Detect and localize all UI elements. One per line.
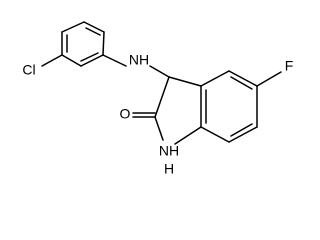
bond <box>102 54 127 67</box>
bond <box>80 52 99 62</box>
fluorobenzene-ring <box>200 70 258 143</box>
bond <box>154 116 164 141</box>
bond <box>200 126 230 143</box>
chlorine-label: Cl <box>22 62 35 78</box>
carbonyl-oxygen-label: O <box>120 106 131 122</box>
bond <box>228 126 258 143</box>
indole-nh-label: NH <box>159 143 179 159</box>
bond <box>228 70 258 87</box>
bond <box>83 21 105 33</box>
bond <box>230 76 253 90</box>
bond <box>61 21 85 33</box>
amine-nh-label: NH <box>129 52 149 68</box>
lactam-ring <box>154 76 202 145</box>
bond <box>61 54 82 67</box>
bond <box>168 76 202 87</box>
bond <box>256 71 282 87</box>
chlorophenyl-ring <box>61 21 105 67</box>
bond <box>41 54 63 67</box>
bond <box>200 70 230 87</box>
indole-h-label: H <box>164 161 174 177</box>
molecule-diagram: Cl NH F O NH H <box>22 21 294 177</box>
bond <box>230 123 253 137</box>
structure-drawing: Cl NH F O NH H <box>22 21 294 177</box>
bond <box>102 31 105 56</box>
bond <box>154 76 170 118</box>
bond <box>85 27 101 36</box>
fluorine-label: F <box>285 58 294 74</box>
bond <box>149 65 170 78</box>
bond <box>174 126 202 145</box>
bond <box>80 54 104 67</box>
